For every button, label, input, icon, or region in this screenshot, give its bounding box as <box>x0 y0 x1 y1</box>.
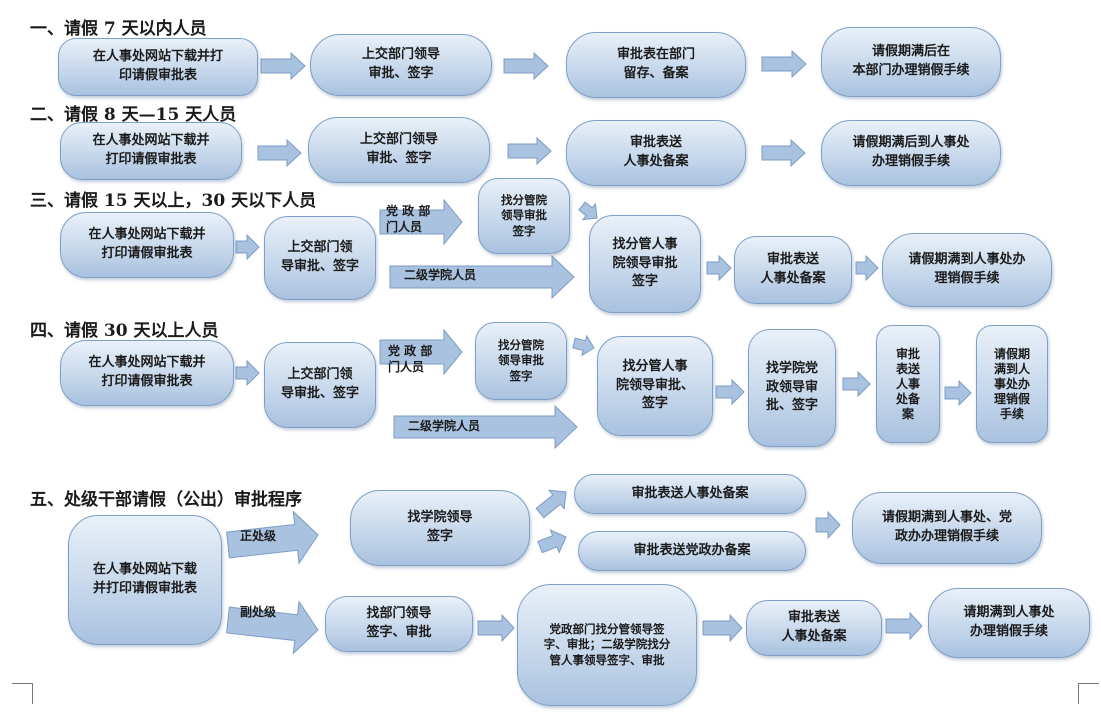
flow-arrow <box>702 613 743 643</box>
flow-arrow <box>379 198 463 246</box>
corner-mark <box>12 683 33 704</box>
corner-mark <box>1078 683 1099 704</box>
step-party-office-archive: 审批表送党政办备案 <box>578 531 806 571</box>
step-cancel-leave-hr: 请假期满到人事处办 理销假手续 <box>882 233 1052 307</box>
flow-arrow <box>578 201 598 221</box>
step-hr-vice-president-approval: 找分管人事 院领导审批、 签字 <box>597 336 713 436</box>
flow-arrow <box>572 334 595 357</box>
step-department-approval: 上交部门领 导审批、签字 <box>264 342 376 428</box>
flow-arrow <box>507 136 552 166</box>
flow-arrow <box>855 254 879 282</box>
flow-arrow <box>226 600 319 655</box>
step-hr-vice-president-approval: 找分管人事 院领导审批 签字 <box>589 215 701 313</box>
flow-arrow <box>885 611 923 641</box>
flow-arrow <box>815 510 841 540</box>
step-hr-archive: 审批 表送 人事 处备 案 <box>876 325 940 443</box>
flow-arrow <box>379 328 463 376</box>
flow-arrow <box>477 613 515 643</box>
step-department-approval: 上交部门领导 审批、签字 <box>308 117 490 183</box>
flow-arrow <box>257 138 302 168</box>
step-department-archive: 审批表在部门 留存、备案 <box>566 32 746 98</box>
step-download-form: 在人事处网站下载 并打印请假审批表 <box>68 515 222 645</box>
flow-arrow <box>260 51 306 81</box>
step-college-leader-sign: 找学院领导 签字 <box>350 490 530 566</box>
flow-arrow <box>944 379 972 407</box>
flow-arrow <box>842 370 871 398</box>
flow-arrow <box>715 378 745 406</box>
step-download-form: 在人事处网站下载并 打印请假审批表 <box>60 122 242 180</box>
step-department-leader-sign: 找部门领导 签字、审批 <box>325 596 473 652</box>
flow-arrow <box>226 510 319 565</box>
step-hr-archive: 审批表送人事处备案 <box>574 474 806 514</box>
step-hr-archive: 审批表送 人事处备案 <box>746 600 882 656</box>
step-vice-president-approval: 找分管院 领导审批 签字 <box>475 322 567 400</box>
step-vice-president-approval: 找分管院 领导审批 签字 <box>478 178 570 254</box>
flow-arrow <box>393 404 578 450</box>
step-cancel-leave-hr-party: 请假期满到人事处、党 政办办理销假手续 <box>852 492 1042 564</box>
flow-arrow <box>503 51 549 81</box>
flow-arrow <box>389 254 575 300</box>
heading-section-3: 三、请假 15 天以上，30 天以下人员 <box>30 191 317 211</box>
step-vice-leader-sign: 党政部门找分管领导签 字、审批；二级学院找分 管人事领导签字、审批 <box>517 584 697 706</box>
step-download-form: 在人事处网站下载并打 印请假审批表 <box>58 38 258 96</box>
flow-arrow <box>761 49 807 79</box>
flow-arrow <box>761 138 806 168</box>
heading-section-4: 四、请假 30 天以上人员 <box>30 321 219 341</box>
step-department-approval: 上交部门领导 审批、签字 <box>310 34 492 96</box>
heading-section-1: 一、请假 7 天以内人员 <box>30 19 207 39</box>
flow-arrow <box>235 233 260 261</box>
step-cancel-leave-hr: 请期满到人事处 办理销假手续 <box>928 588 1090 658</box>
flow-arrow <box>537 529 567 554</box>
step-hr-archive: 审批表送 人事处备案 <box>566 120 746 186</box>
step-download-form: 在人事处网站下载并 打印请假审批表 <box>60 340 234 406</box>
step-cancel-leave-hr: 请假期 满到人 事处办 理销假 手续 <box>976 325 1048 443</box>
step-hr-archive: 审批表送 人事处备案 <box>734 236 852 304</box>
step-cancel-leave: 请假期满后在 本部门办理销假手续 <box>821 27 1001 97</box>
flow-arrow <box>535 489 567 519</box>
flow-arrow <box>706 254 732 282</box>
step-party-government-approval: 找学院党 政领导审 批、签字 <box>748 329 836 447</box>
step-download-form: 在人事处网站下载并 打印请假审批表 <box>60 212 234 278</box>
heading-section-5: 五、处级干部请假（公出）审批程序 <box>30 490 302 510</box>
step-department-approval: 上交部门领 导审批、签字 <box>264 216 376 300</box>
step-cancel-leave-hr: 请假期满后到人事处 办理销假手续 <box>821 120 1001 186</box>
heading-section-2: 二、请假 8 天—15 天人员 <box>30 105 237 125</box>
flow-arrow <box>235 359 260 387</box>
